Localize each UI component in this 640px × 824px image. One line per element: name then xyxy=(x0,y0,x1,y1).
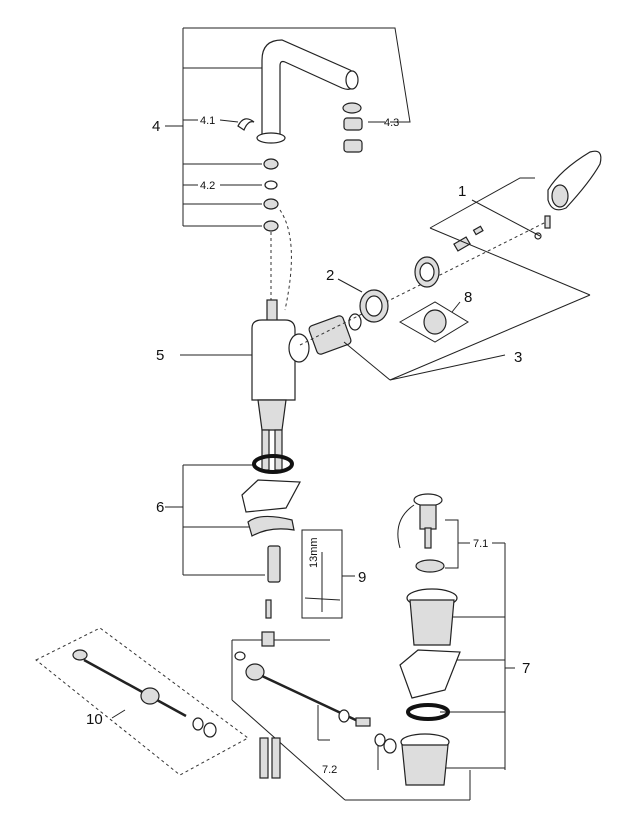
o-ring-7 xyxy=(406,703,450,721)
spare-rod-10 xyxy=(72,649,217,738)
label-3: 3 xyxy=(514,349,522,366)
group-4-bracket xyxy=(165,27,411,227)
label-6: 6 xyxy=(156,499,164,516)
drain-gasket-plate xyxy=(399,649,461,699)
label-8: 8 xyxy=(464,289,472,306)
clip-part-4-1 xyxy=(237,118,255,131)
label-10: 10 xyxy=(86,711,103,728)
drain-nut xyxy=(400,733,450,786)
label-4-1: 4.1 xyxy=(200,115,215,127)
label-4-3: 4.3 xyxy=(384,117,399,129)
lever-handle xyxy=(453,150,602,252)
aerator-parts-4-3 xyxy=(342,102,363,153)
label-7: 7 xyxy=(522,660,530,677)
label-1: 1 xyxy=(458,183,466,200)
label-7-2: 7.2 xyxy=(322,764,337,776)
label-2: 2 xyxy=(326,267,334,284)
washers-4-2 xyxy=(263,158,279,232)
label-4: 4 xyxy=(152,118,160,135)
group-6-bracket xyxy=(165,464,265,576)
label-9: 9 xyxy=(358,569,366,586)
label-4-2: 4.2 xyxy=(200,180,215,192)
group-7-2-bracket xyxy=(231,639,471,801)
washer-7 xyxy=(415,559,445,573)
tool-box-9 xyxy=(301,529,355,619)
group-10-box xyxy=(35,627,249,776)
supply-hoses xyxy=(261,429,283,471)
group-1-3-bracket xyxy=(343,177,591,381)
label-7-1: 7.1 xyxy=(473,538,488,550)
mixer-body xyxy=(251,299,310,431)
label-9-dim: 13mm xyxy=(308,537,320,568)
pop-up-plug xyxy=(397,493,443,549)
label-5: 5 xyxy=(156,347,164,364)
mounting-plate-6 xyxy=(241,479,301,513)
cover-part-8 xyxy=(423,309,447,335)
threaded-rod-6 xyxy=(267,545,281,583)
drain-body xyxy=(406,588,458,646)
pop-up-rod xyxy=(234,599,397,754)
cartridge xyxy=(308,313,362,355)
lower-hoses xyxy=(259,737,281,779)
o-ring-6 xyxy=(252,454,294,474)
spout xyxy=(256,39,359,144)
clamp-6 xyxy=(247,515,295,537)
